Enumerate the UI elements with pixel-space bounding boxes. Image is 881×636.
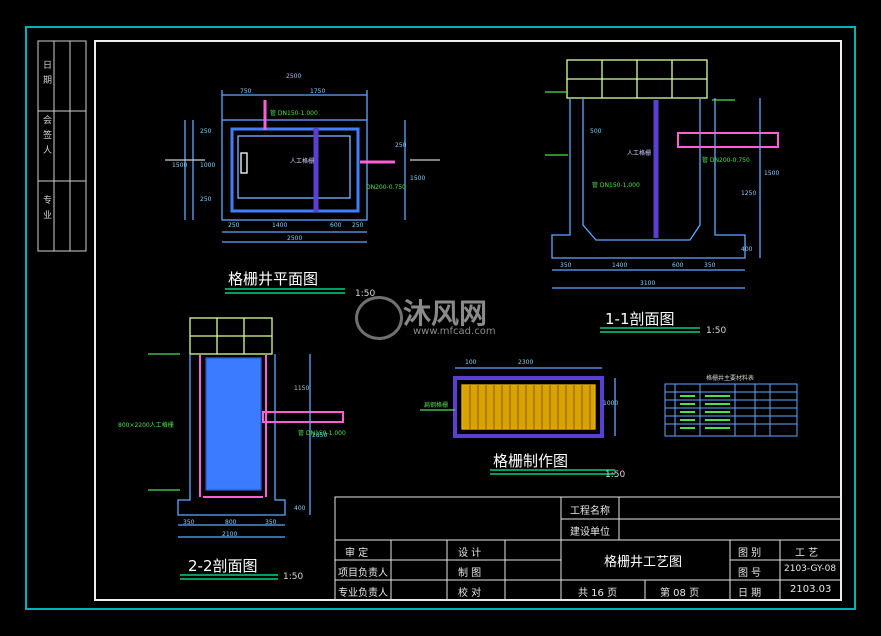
tb-page-no: 第 08 页 — [660, 588, 700, 599]
plan-dim-left-total: 1500 — [172, 162, 188, 169]
plan-dim-bottom-a: 250 — [228, 222, 240, 229]
s11-dim-bottom-total: 3100 — [640, 280, 656, 287]
plan-note-pipe-in: 管 DN150-1.000 — [270, 110, 318, 117]
grate-detail-scale: 1:50 — [605, 470, 626, 480]
s11-dim-bottom-b: 1400 — [612, 262, 628, 269]
plan-dim-right-a: 250 — [395, 142, 407, 149]
tb-check-label: 校 对 — [458, 588, 482, 599]
s22-note-pipe: 管 DN150-1.000 — [298, 430, 346, 437]
grate-note-left: 扁钢格栅 — [424, 402, 449, 409]
outer-frame — [25, 26, 856, 610]
grate-detail-title: 格栅制作图 — [493, 452, 569, 470]
side-label-discipline: 专业 — [41, 195, 51, 225]
plan-dim-bottom-b: 1400 — [272, 222, 288, 229]
plan-dim-bottom-c: 600 — [330, 222, 342, 229]
section-22-scale: 1:50 — [283, 572, 304, 582]
tb-drafting-label: 制 图 — [458, 568, 482, 579]
side-label-date: 日期 — [41, 60, 51, 90]
plan-dim-left-b: 1000 — [200, 162, 216, 169]
side-label-countersign: 会签人 — [41, 115, 51, 160]
tb-category-label: 图 别 — [738, 548, 762, 559]
plan-view — [165, 90, 440, 243]
s11-note-pipe-out: 管 DN200-0.750 — [702, 157, 750, 164]
tb-number-label: 图 号 — [738, 568, 762, 579]
plan-dim-top-right: 1750 — [310, 88, 326, 95]
plan-dim-bottom-total: 2500 — [287, 235, 303, 242]
s11-dim-small: 500 — [590, 128, 602, 135]
plan-view-title: 格栅井平面图 — [228, 270, 319, 288]
s22-dim-bottom-b: 800 — [225, 519, 237, 526]
grate-detail-view — [420, 367, 616, 438]
s11-dim-right-b: 1250 — [741, 190, 757, 197]
s22-dim-right-b: 2850 — [312, 432, 328, 439]
tb-discipline-lead-label: 专业负责人 — [338, 588, 388, 599]
tb-project-name-label: 工程名称 — [570, 506, 610, 517]
tb-drawing-title: 格栅井工艺图 — [604, 555, 683, 570]
s22-dim-right-c: 400 — [294, 505, 306, 512]
tb-approve-label: 审 定 — [345, 548, 369, 559]
s11-dim-right-c: 400 — [741, 246, 753, 253]
plan-dim-right-total: 1500 — [410, 175, 426, 182]
s22-dim-right-a: 1150 — [294, 385, 310, 392]
section-11-view — [545, 59, 779, 289]
tb-date-value: 2103.03 — [790, 584, 832, 595]
s11-dim-bottom-d: 350 — [704, 262, 716, 269]
side-strip-grid — [37, 40, 87, 252]
watermark-url: www.mfcad.com — [413, 326, 496, 337]
plan-note-pipe-out: DN200-0.750 — [366, 184, 406, 191]
material-table — [664, 383, 798, 437]
plan-dim-bottom-d: 250 — [352, 222, 364, 229]
section-22-view — [148, 317, 344, 538]
tb-total-pages: 共 16 页 — [578, 588, 618, 599]
title-block-grid — [334, 496, 842, 601]
section-11-scale: 1:50 — [706, 326, 727, 336]
section-11-title: 1-1剖面图 — [605, 310, 675, 328]
grate-dim-top-a: 100 — [465, 359, 477, 366]
tb-category-value: 工 艺 — [795, 548, 819, 559]
plan-note-grate: 人工格栅 — [290, 158, 315, 165]
section-22-title: 2-2剖面图 — [188, 557, 258, 575]
s22-dim-bottom-a: 350 — [183, 519, 195, 526]
material-table-title: 格栅井主要材料表 — [706, 375, 755, 382]
s11-dim-bottom-a: 350 — [560, 262, 572, 269]
s22-dim-bottom-total: 2100 — [222, 531, 238, 538]
s11-dim-right-a: 1500 — [764, 170, 780, 177]
plan-dim-left-a: 250 — [200, 128, 212, 135]
grate-dim-right: 1000 — [603, 400, 619, 407]
plan-dim-left-c: 250 — [200, 196, 212, 203]
s22-note-grate: 800×2200人工格栅 — [118, 422, 174, 429]
s11-dim-bottom-c: 600 — [672, 262, 684, 269]
title-underlines — [180, 288, 700, 580]
tb-date-label: 日 期 — [738, 588, 762, 599]
watermark: 沐风网 www.mfcad.com — [355, 290, 530, 342]
s11-note-grate: 人工格栅 — [627, 150, 652, 157]
grate-dim-top-b: 2300 — [518, 359, 534, 366]
tb-project-lead-label: 项目负责人 — [338, 568, 388, 579]
plan-dim-top-left: 750 — [240, 88, 252, 95]
tb-build-unit-label: 建设单位 — [570, 527, 610, 538]
tb-design-label: 设 计 — [458, 548, 482, 559]
s22-dim-bottom-c: 350 — [265, 519, 277, 526]
tb-number-value: 2103-GY-08 — [784, 564, 837, 574]
watermark-logo-icon — [355, 296, 403, 340]
plan-dim-top-total: 2500 — [286, 73, 302, 80]
s11-note-pipe-in: 管 DN150-1.000 — [592, 182, 640, 189]
plan-view-scale: 1:50 — [355, 289, 376, 299]
watermark-brand: 沐风网 — [403, 297, 488, 330]
